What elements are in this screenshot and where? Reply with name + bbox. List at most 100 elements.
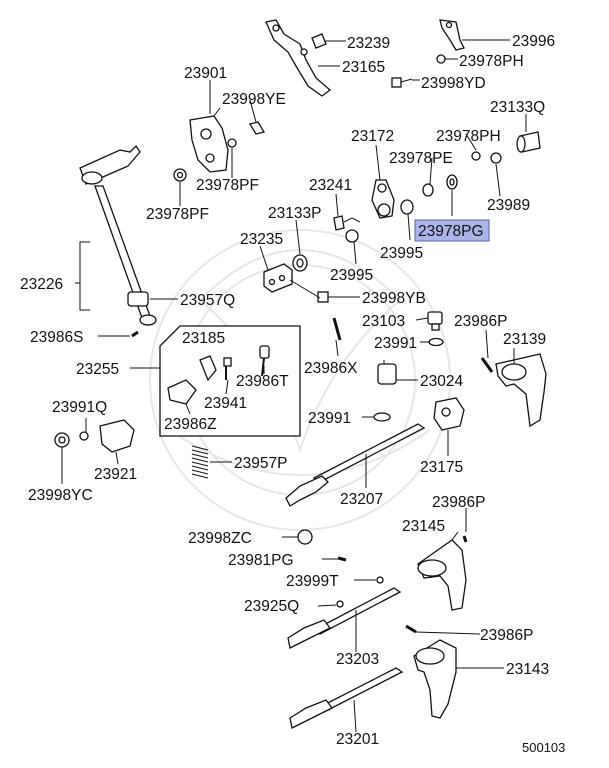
label-23145: 23145 — [402, 518, 445, 535]
fork-23145 — [417, 539, 467, 611]
washer-23991-a — [428, 337, 444, 347]
label-23133P: 23133P — [268, 205, 321, 222]
label-23024: 23024 — [420, 373, 463, 390]
washer-23133P — [292, 254, 308, 272]
label-23978PF-b: 23978PF — [146, 206, 209, 223]
fork-23139 — [495, 353, 547, 428]
rod-23203 — [287, 587, 402, 649]
shift-shaft-23226 — [79, 144, 157, 326]
nut-23978PH-top — [436, 54, 446, 64]
label-23226: 23226 — [20, 276, 63, 293]
label-23139: 23139 — [503, 331, 546, 348]
label-23991-a: 23991 — [374, 335, 417, 352]
label-23241: 23241 — [309, 177, 352, 194]
label-23991Q: 23991Q — [52, 399, 107, 416]
pin-23986P-c — [405, 624, 417, 634]
label-23133Q: 23133Q — [490, 99, 545, 116]
rod-23201 — [289, 667, 404, 729]
label-23986S: 23986S — [30, 329, 83, 346]
label-23998YE: 23998YE — [222, 91, 286, 108]
label-23172: 23172 — [351, 128, 394, 145]
washer-23978PE — [422, 183, 434, 197]
pin-23925Q — [336, 600, 344, 608]
bolt-23998YD — [391, 77, 413, 88]
label-23201: 23201 — [336, 731, 379, 748]
label-23185: 23185 — [182, 330, 225, 347]
bracket-23901 — [189, 107, 229, 173]
label-23175: 23175 — [420, 459, 463, 476]
label-23999T: 23999T — [286, 573, 339, 590]
nut-23978PF-b — [173, 168, 187, 182]
leader-lines — [61, 39, 527, 733]
label-23978PG: 23978PG — [418, 223, 484, 240]
label-23235: 23235 — [240, 231, 283, 248]
label-23925Q: 23925Q — [244, 598, 299, 615]
label-23995-b: 23995 — [330, 267, 373, 284]
bushing-23957Q — [127, 291, 149, 307]
label-23978PE: 23978PE — [389, 150, 453, 167]
label-23986Z: 23986Z — [164, 416, 217, 433]
bracket-line-23226 — [75, 241, 90, 311]
label-23978PH-b: 23978PH — [436, 128, 501, 145]
label-23203: 23203 — [336, 651, 379, 668]
label-23986P-b: 23986P — [432, 494, 485, 511]
bolt-23998YB — [317, 291, 329, 303]
bolt-23998YE — [248, 121, 266, 135]
plug-23103 — [427, 311, 443, 331]
block-23235 — [263, 263, 293, 293]
label-23941: 23941 — [204, 395, 247, 412]
washer-23995-a — [400, 199, 414, 215]
label-23998YD: 23998YD — [421, 75, 486, 92]
pin-23986S — [131, 330, 139, 338]
label-23103: 23103 — [362, 313, 405, 330]
ball-23999T — [376, 576, 384, 584]
nut-23998YC — [54, 432, 70, 448]
nut-23998ZC — [297, 529, 313, 545]
label-23957P: 23957P — [234, 455, 287, 472]
label-23143: 23143 — [506, 661, 549, 678]
nut-23978PF-a — [227, 138, 237, 148]
label-23239: 23239 — [347, 35, 390, 52]
pin-23986P-a — [480, 357, 494, 373]
nut-23989 — [490, 152, 502, 164]
label-23998YB: 23998YB — [362, 290, 426, 307]
label-23998ZC: 23998ZC — [188, 530, 252, 547]
label-23921: 23921 — [94, 466, 137, 483]
nut-23978PH-mid — [471, 151, 481, 161]
label-23996: 23996 — [512, 33, 555, 50]
washer-23991Q — [79, 431, 89, 441]
highlight-box-23978PG — [414, 219, 490, 242]
washer-23991-b — [373, 412, 391, 422]
label-23991-b: 23991 — [308, 410, 351, 427]
clip-23241 — [333, 215, 361, 231]
label-23207: 23207 — [340, 491, 383, 508]
label-23255: 23255 — [76, 361, 119, 378]
label-23986X: 23986X — [304, 360, 358, 377]
spring-23957P — [191, 445, 209, 479]
label-23978PF-a: 23978PF — [196, 177, 259, 194]
figure-number: 500103 — [522, 740, 565, 755]
label-23995-a: 23995 — [380, 245, 423, 262]
label-23957Q: 23957Q — [180, 292, 235, 309]
pin-23986X — [332, 317, 342, 341]
clip-23239 — [311, 33, 327, 49]
label-23989: 23989 — [487, 197, 530, 214]
bracket-23996 — [439, 19, 465, 51]
washer-23995-b — [345, 229, 359, 243]
rod-23207 — [285, 423, 426, 507]
washer-23978PG — [446, 174, 458, 190]
label-23986P-a: 23986P — [454, 313, 507, 330]
label-23986P-c: 23986P — [480, 627, 533, 644]
label-23981PG: 23981PG — [228, 552, 294, 569]
label-23986T: 23986T — [236, 373, 289, 390]
pin-23981PG — [337, 556, 347, 562]
fork-23143 — [413, 639, 457, 719]
pin-23986P-b — [462, 535, 468, 543]
block-23175 — [433, 397, 465, 431]
label-23998YC: 23998YC — [28, 487, 93, 504]
bracket-23921 — [99, 419, 135, 453]
lever-23172 — [371, 179, 395, 219]
bracket-23165 — [265, 19, 332, 97]
label-23978PH-a: 23978PH — [459, 53, 524, 70]
